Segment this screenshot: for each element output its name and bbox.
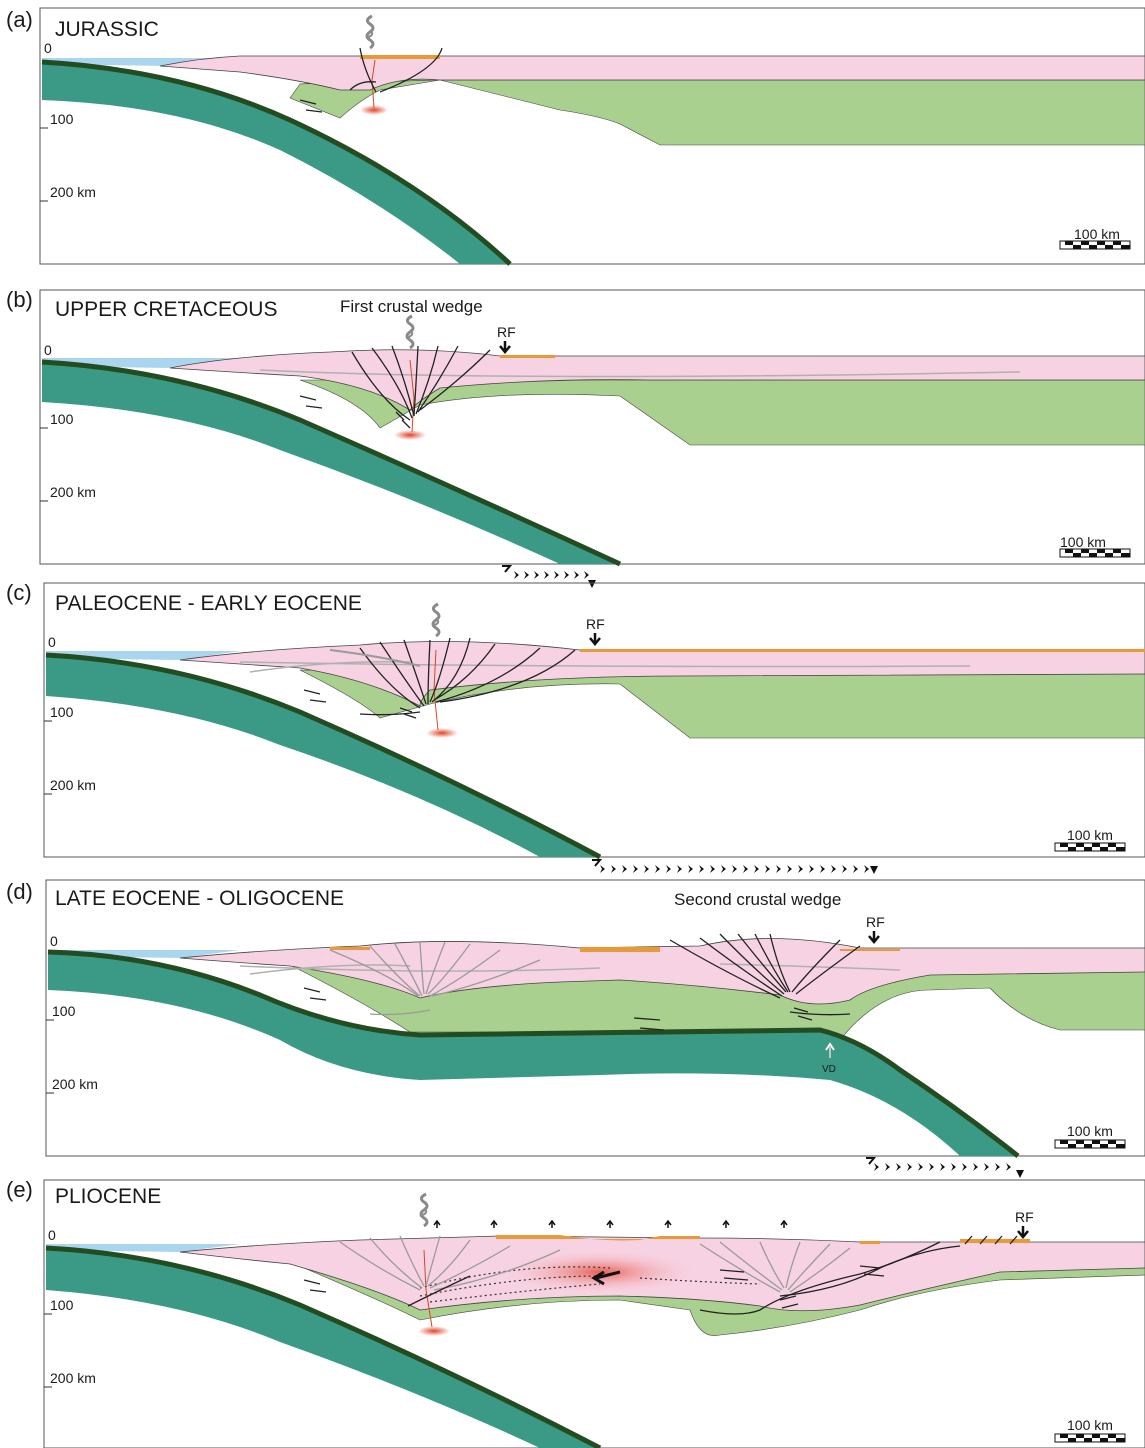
panel-d: (d) LATE EOCENE - OLIGOCENE Second crust…	[6, 879, 1145, 1158]
scale-bar-label: 100 km	[1067, 827, 1113, 843]
subducting-slab	[42, 62, 510, 264]
panel-e: (e) PLIOCENE RF 0 100 200 km	[6, 1177, 1145, 1448]
panel-d-title: LATE EOCENE - OLIGOCENE	[55, 887, 344, 910]
depth-label-100: 100	[50, 411, 74, 427]
rf-arrow-icon	[499, 341, 511, 354]
panel-b: (b) UPPER CRETACEOUS First crustal wedge…	[6, 287, 1145, 567]
rf-arrow-icon	[589, 633, 601, 646]
panel-c-letter: (c)	[6, 580, 32, 605]
rf-label: RF	[586, 616, 605, 632]
rf-arrow-icon	[1017, 1226, 1029, 1239]
lithospheric-mantle	[299, 78, 1145, 146]
depth-label-0: 0	[48, 1227, 56, 1243]
panel-a: (a) JURASSIC 0 100 200 km 100 km	[6, 7, 1145, 266]
melt-zone-large	[500, 1250, 700, 1294]
rf-arrow-icon	[868, 931, 880, 944]
depth-label-200: 200 km	[52, 1076, 98, 1092]
melt-zone	[360, 105, 388, 115]
panel-b-title: UPPER CRETACEOUS	[55, 298, 277, 321]
panel-b-letter: (b)	[6, 287, 33, 312]
flow-arrow-icon	[591, 1270, 621, 1286]
depth-label-100: 100	[50, 1297, 74, 1313]
panel-c: (c) PALEOCENE - EARLY EOCENE RF 0 100 20…	[6, 580, 1145, 860]
depth-label-0: 0	[50, 933, 58, 949]
migration-arrow-2	[592, 859, 878, 874]
panel-e-title: PLIOCENE	[55, 1185, 161, 1208]
depth-label-0: 0	[44, 342, 52, 358]
depth-label-100: 100	[52, 1003, 76, 1019]
slab-surface	[41, 59, 512, 266]
panel-a-letter: (a)	[6, 7, 33, 32]
panel-e-letter: (e)	[6, 1177, 33, 1202]
scale-bar	[1059, 240, 1131, 250]
panel-a-title: JURASSIC	[55, 18, 159, 41]
depth-label-0: 0	[48, 634, 56, 650]
rf-label: RF	[497, 324, 516, 340]
basin-sediment	[360, 55, 440, 59]
depth-label-100: 100	[50, 111, 74, 127]
second-crustal-wedge-label: Second crustal wedge	[674, 890, 841, 909]
upper-crust	[159, 55, 1145, 91]
depth-label-200: 200 km	[50, 484, 96, 500]
vd-label: VD	[822, 1064, 836, 1075]
scale-bar-label: 100 km	[1074, 226, 1120, 242]
depth-label-0: 0	[44, 40, 52, 56]
rf-label: RF	[1015, 1209, 1034, 1225]
panel-c-title: PALEOCENE - EARLY EOCENE	[55, 592, 362, 615]
depth-label-200: 200 km	[50, 777, 96, 793]
panel-d-letter: (d)	[6, 879, 33, 904]
scale-bar-label: 100 km	[1060, 534, 1106, 550]
depth-label-200: 200 km	[50, 1370, 96, 1386]
scale-bar-label: 100 km	[1067, 1417, 1113, 1433]
migration-arrow-3	[866, 1157, 1024, 1178]
volcano-icon	[364, 14, 375, 50]
rf-label: RF	[866, 914, 885, 930]
migration-arrow-1	[502, 565, 596, 588]
depth-label-200: 200 km	[50, 184, 96, 200]
scale-bar-label: 100 km	[1067, 1123, 1113, 1139]
first-crustal-wedge-label: First crustal wedge	[340, 297, 483, 316]
depth-label-100: 100	[50, 704, 74, 720]
uplift-arrows	[433, 1219, 788, 1228]
